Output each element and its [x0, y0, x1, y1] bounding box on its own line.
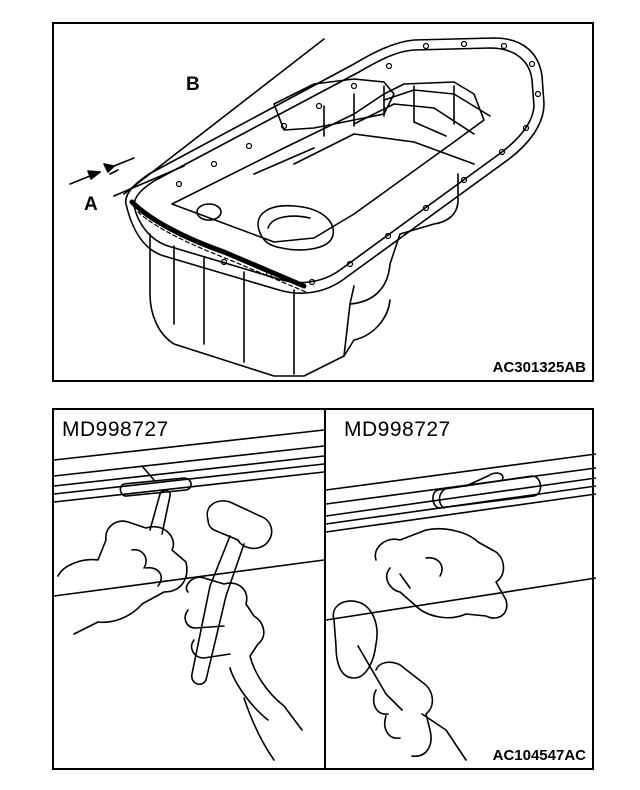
tool-usage-figure: MD998727 MD998727 AC104547AC	[52, 408, 596, 770]
oil-pickup-well	[257, 205, 335, 251]
hand-holding-hammer	[184, 576, 303, 731]
top-figure-code: AC301325AB	[492, 359, 586, 376]
left-tool-drawing	[54, 429, 324, 761]
right-tool-drawing	[326, 453, 596, 761]
bottom-figure-code: AC104547AC	[492, 747, 586, 764]
dimension-lines	[69, 38, 325, 197]
sealant-bead	[129, 199, 307, 289]
left-tool-label: MD998727	[62, 418, 169, 441]
special-tool-right	[432, 475, 542, 509]
hand-pressing-tool	[374, 527, 508, 619]
special-tool-left	[119, 477, 192, 497]
panel-divider	[324, 410, 326, 768]
hammer-right	[332, 600, 378, 679]
dimension-label-b: B	[186, 74, 200, 95]
dimension-label-a: A	[84, 194, 98, 215]
oil-pan-drawing	[69, 37, 545, 377]
bolt-holes	[175, 40, 542, 286]
pan-flange	[124, 37, 545, 294]
oil-pan-figure: B A AC301325AB	[52, 22, 594, 382]
hand-holding-tool	[57, 520, 188, 635]
drain-hole	[196, 203, 222, 221]
pan-sump	[149, 233, 355, 377]
hand-holding-hammer-right	[372, 661, 467, 761]
hammer	[206, 500, 273, 550]
right-tool-label: MD998727	[344, 418, 451, 441]
